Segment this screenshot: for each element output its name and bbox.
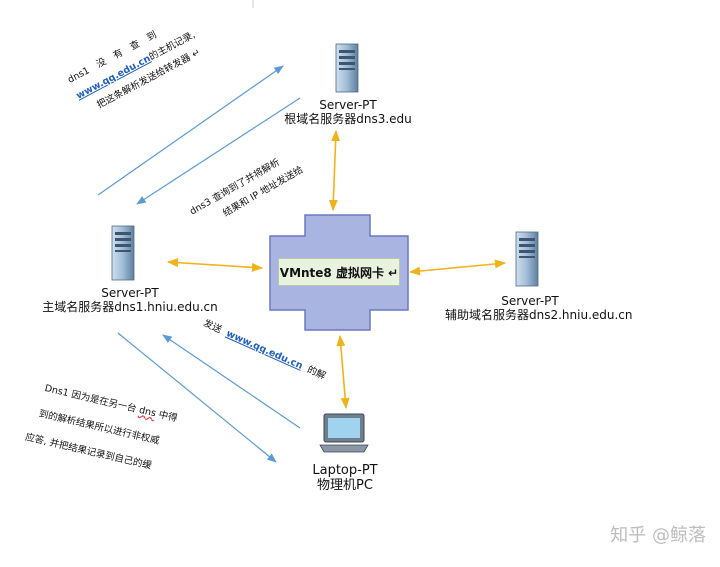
flow-root-to-primary: [136, 97, 301, 205]
primary-server-label: Server-PT 主域名服务器dns1.hniu.edu.cn: [40, 286, 220, 314]
note-bottom-left-dns: dns: [137, 404, 157, 420]
root-server-label: Server-PT 根域名服务器dns3.edu: [278, 98, 418, 126]
root-server-type: Server-PT: [319, 98, 377, 112]
primary-server-name: 主域名服务器dns1.hniu.edu.cn: [42, 300, 218, 314]
laptop-label: Laptop-PT 物理机PC: [290, 463, 400, 493]
secondary-server-icon[interactable]: [515, 231, 539, 287]
flow-primary-to-laptop: [117, 332, 277, 463]
secondary-server-name: 辅助域名服务器dns2.hniu.edu.cn: [445, 308, 633, 322]
secondary-server-type: Server-PT: [501, 294, 559, 308]
link-root-switch: [328, 129, 341, 212]
flow-primary-to-root: [97, 65, 284, 196]
laptop-icon[interactable]: [319, 413, 369, 453]
switch-label: VMnte8 虚拟网卡 ↵: [278, 258, 400, 286]
root-server-icon[interactable]: [335, 43, 359, 93]
link-switch-secondary: [408, 259, 507, 276]
primary-server-type: Server-PT: [101, 286, 159, 300]
laptop-name: 物理机PC: [317, 478, 373, 493]
flow-laptop-to-primary: [162, 334, 301, 429]
root-server-name: 根域名服务器dns3.edu: [284, 112, 412, 126]
primary-server-icon[interactable]: [111, 225, 135, 281]
secondary-server-label: Server-PT 辅助域名服务器dns2.hniu.edu.cn: [445, 294, 633, 322]
watermark: 知乎 @鲸落: [610, 525, 706, 546]
link-switch-laptop: [336, 334, 350, 410]
link-primary-switch: [166, 258, 264, 272]
laptop-type: Laptop-PT: [312, 463, 378, 478]
